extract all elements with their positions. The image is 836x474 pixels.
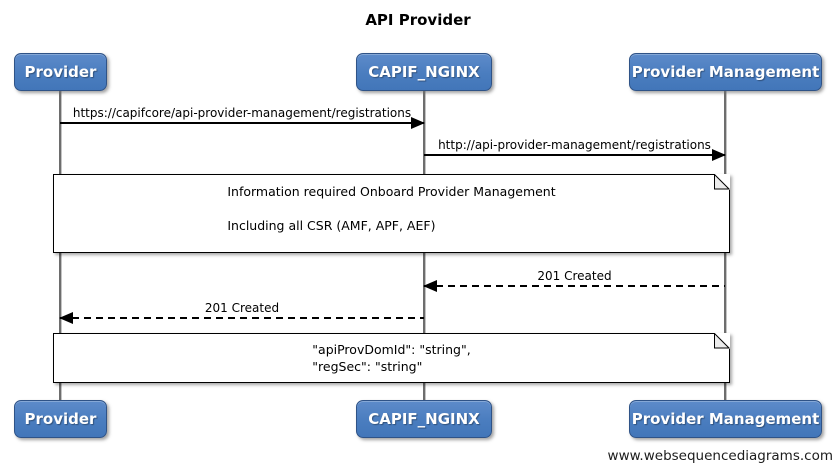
actor-provider-management-top: Provider Management [629, 53, 822, 91]
actor-label: Provider Management [631, 63, 820, 81]
note-fold-icon [714, 333, 730, 349]
note-text: Information required Onboard Provider Ma… [227, 184, 556, 233]
message-201-created-to-provider: 201 Created [59, 301, 424, 324]
solid-arrow-right [424, 149, 726, 161]
actor-label: Provider [24, 410, 97, 428]
message-201-created-to-nginx: 201 Created [423, 269, 725, 292]
message-request-forwarded: http://api-provider-management/registrat… [424, 138, 726, 161]
message-request-capifcore: https://capifcore/api-provider-managemen… [60, 106, 425, 129]
note-fold-icon [714, 174, 730, 190]
arrowhead-left-icon [423, 280, 437, 292]
actor-label: CAPIF_NGINX [368, 63, 480, 81]
dashed-arrow-left [59, 312, 424, 324]
note-text: "apiProvDomId": "string","regSec": "stri… [312, 342, 471, 374]
actor-provider-management-bottom: Provider Management [629, 400, 822, 438]
arrowhead-right-icon [411, 117, 425, 129]
actor-label: CAPIF_NGINX [368, 410, 480, 428]
arrowhead-right-icon [712, 149, 726, 161]
diagram-title: API Provider [365, 11, 471, 29]
actor-provider-top: Provider [14, 53, 107, 91]
actor-provider-bottom: Provider [14, 400, 107, 438]
note-onboard-info: Information required Onboard Provider Ma… [53, 174, 730, 253]
message-label: 201 Created [537, 269, 612, 283]
websequencediagrams-watermark: www.websequencediagrams.com [607, 448, 833, 464]
solid-arrow-right [60, 117, 425, 129]
message-label: 201 Created [204, 301, 280, 315]
message-label: http://api-provider-management/registrat… [438, 138, 711, 152]
actor-capif-nginx-bottom: CAPIF_NGINX [356, 400, 492, 438]
note-response-body: "apiProvDomId": "string","regSec": "stri… [53, 333, 730, 383]
actor-label: Provider [24, 63, 97, 81]
actor-capif-nginx-top: CAPIF_NGINX [356, 53, 492, 91]
message-label: https://capifcore/api-provider-managemen… [72, 106, 412, 120]
actor-label: Provider Management [631, 410, 820, 428]
dashed-arrow-left [423, 280, 725, 292]
arrowhead-left-icon [59, 312, 73, 324]
